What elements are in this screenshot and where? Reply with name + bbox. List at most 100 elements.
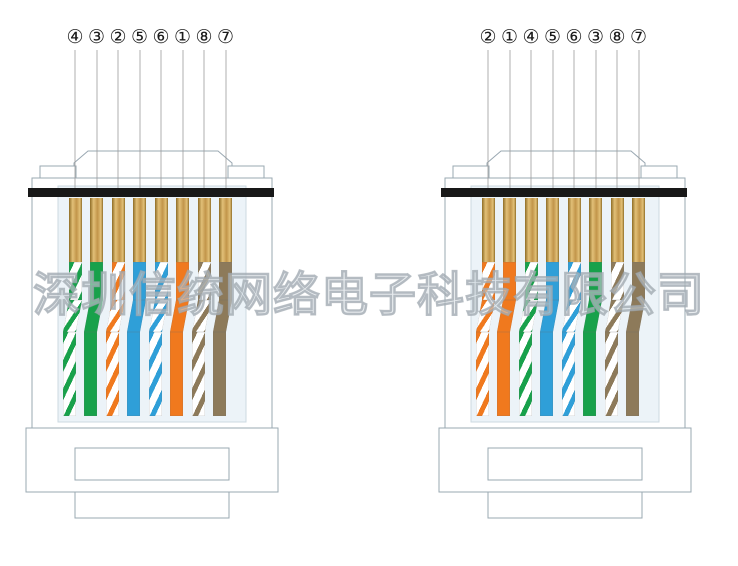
- pin-label: ⑤: [543, 26, 562, 48]
- retention-band: [28, 188, 274, 197]
- wire-segment: [626, 300, 645, 332]
- leader-line: [139, 50, 140, 188]
- wire-segment: [90, 262, 103, 300]
- wire-orange-solid: [170, 198, 189, 416]
- flange-window: [487, 447, 643, 481]
- wire-segment: [154, 262, 168, 300]
- pin-label: ②: [109, 26, 127, 48]
- wire-segment: [583, 300, 602, 332]
- wire-segment: [191, 332, 205, 416]
- wire-segment: [604, 300, 624, 332]
- contact-pin: [567, 198, 581, 262]
- wire-brown-stripe: [604, 198, 624, 416]
- pin-label: ⑧: [608, 26, 626, 48]
- leader-line: [96, 50, 97, 188]
- leader-line: [182, 50, 183, 188]
- wire-segment: [503, 262, 516, 300]
- wire-segment: [148, 332, 162, 416]
- wire-segment: [518, 332, 532, 416]
- wire-green-stripe: [518, 198, 538, 416]
- wire-segment: [197, 262, 211, 300]
- wire-segment: [84, 332, 97, 416]
- leader-line: [616, 50, 618, 188]
- wire-orange-solid: [497, 198, 516, 416]
- contact-pin: [197, 198, 211, 262]
- pin-label: ⑥: [152, 26, 170, 48]
- wire-segment: [589, 262, 602, 300]
- contact-pin: [632, 198, 645, 262]
- wire-segment: [561, 332, 575, 416]
- wire-brown-solid: [626, 198, 645, 416]
- wire-segment: [213, 300, 232, 332]
- wire-segment: [583, 332, 596, 416]
- contact-pin: [481, 198, 495, 262]
- contact-pin: [176, 198, 189, 262]
- pin-label: ④: [522, 26, 540, 48]
- wire-segment: [191, 300, 211, 332]
- wire-segment: [127, 332, 140, 416]
- wire-brown-solid: [213, 198, 232, 416]
- pin-label: ⑧: [195, 26, 213, 48]
- leader-line: [530, 50, 532, 188]
- contact-pin: [68, 198, 82, 262]
- contact-pin: [503, 198, 516, 262]
- wire-orange-stripe: [105, 198, 125, 416]
- wire-segment: [567, 262, 581, 300]
- wire-segment: [632, 262, 645, 300]
- wire-segment: [219, 262, 232, 300]
- leader-lines: [437, 20, 693, 530]
- wire-segment: [481, 262, 495, 300]
- wire-segment: [475, 300, 495, 332]
- wire-segment: [127, 300, 146, 332]
- wire-segment: [610, 262, 624, 300]
- contact-pin: [524, 198, 538, 262]
- wire-segment: [475, 332, 489, 416]
- leader-line: [225, 50, 226, 188]
- wire-segment: [170, 332, 183, 416]
- wire-segment: [105, 332, 119, 416]
- contact-pin: [219, 198, 232, 262]
- leader-lines: [24, 20, 280, 530]
- wire-segment: [546, 262, 559, 300]
- wire-segment: [213, 332, 226, 416]
- leader-line: [160, 50, 162, 188]
- wire-segment: [176, 262, 189, 300]
- leader-line: [573, 50, 575, 188]
- wire-segment: [626, 332, 639, 416]
- leader-line: [203, 50, 205, 188]
- wire-blue-solid: [127, 198, 146, 416]
- wire-segment: [68, 262, 82, 300]
- pin-label: ⑦: [216, 26, 235, 48]
- wire-blue-stripe: [561, 198, 581, 416]
- pin-label: ④: [66, 26, 84, 48]
- pin-label: ③: [586, 26, 605, 48]
- wire-segment: [133, 262, 146, 300]
- wire-green-solid: [583, 198, 602, 416]
- pin-label: ①: [173, 26, 192, 48]
- wire-segment: [148, 300, 168, 332]
- wire-segment: [561, 300, 581, 332]
- pin-label: ③: [87, 26, 106, 48]
- contact-pin: [610, 198, 624, 262]
- flange-window: [74, 447, 230, 481]
- wire-segment: [84, 300, 103, 332]
- wire-segment: [170, 300, 189, 332]
- wire-segment: [540, 300, 559, 332]
- wire-segment: [524, 262, 538, 300]
- pin-label: ⑦: [629, 26, 648, 48]
- contact-pin: [546, 198, 559, 262]
- pin-label: ⑥: [565, 26, 583, 48]
- wire-green-solid: [84, 198, 103, 416]
- leader-line: [74, 50, 76, 188]
- wire-brown-stripe: [191, 198, 211, 416]
- leader-line: [638, 50, 639, 188]
- wire-segment: [518, 300, 538, 332]
- leader-line: [487, 50, 489, 188]
- wire-segment: [111, 262, 125, 300]
- wire-segment: [62, 300, 82, 332]
- wire-blue-solid: [540, 198, 559, 416]
- wire-segment: [497, 332, 510, 416]
